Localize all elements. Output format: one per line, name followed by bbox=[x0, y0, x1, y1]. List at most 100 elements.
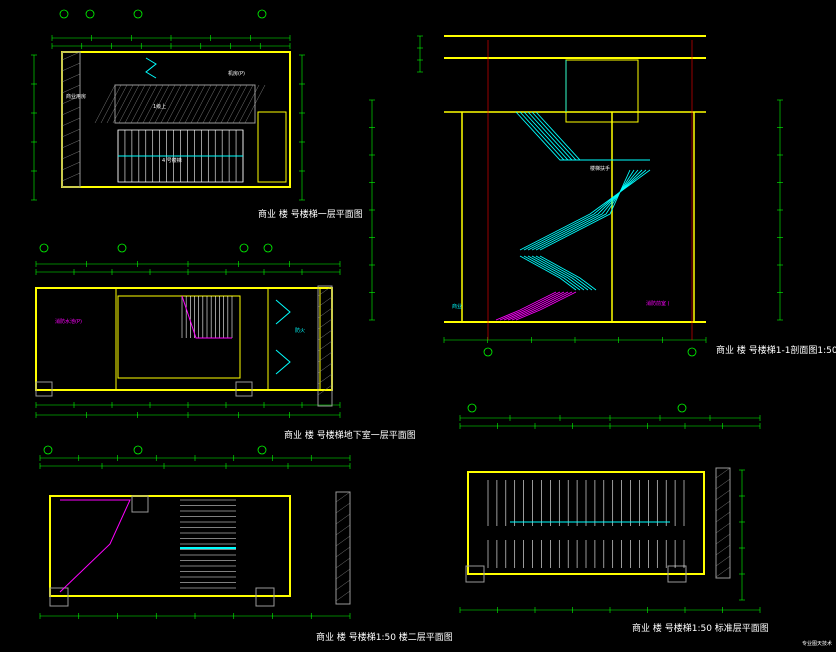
stair-flight-rail bbox=[523, 255, 581, 291]
stair-flight-rail bbox=[499, 291, 561, 321]
hatch-line bbox=[317, 296, 333, 308]
hatch-line bbox=[335, 568, 351, 580]
hatch-line bbox=[715, 566, 731, 578]
hatch-line bbox=[335, 535, 351, 547]
hatch-line bbox=[61, 117, 81, 127]
hatch-line bbox=[317, 307, 333, 319]
title-basement-plan: 商业 楼 号楼梯地下室一层平面图 bbox=[284, 429, 416, 441]
axis-bubble bbox=[257, 9, 267, 19]
hatch-line bbox=[317, 285, 333, 297]
hatch-line bbox=[238, 84, 260, 124]
stair-flight-rail bbox=[519, 255, 577, 291]
axis-bubble bbox=[687, 347, 697, 357]
hatch-line bbox=[715, 500, 731, 512]
stair-flight-rail bbox=[539, 255, 597, 291]
label-section-left-room: 商业 bbox=[452, 303, 462, 310]
wall-layer bbox=[35, 35, 731, 607]
hatch-line bbox=[715, 522, 731, 534]
door-swing bbox=[275, 299, 291, 325]
hatch-line bbox=[317, 340, 333, 352]
label-basement-room: 消防水池(P) bbox=[55, 318, 82, 325]
hatch-line bbox=[196, 84, 218, 124]
hatch-line bbox=[61, 51, 81, 61]
handrail-layer bbox=[59, 57, 670, 593]
axis-bubble bbox=[483, 347, 493, 357]
stair-diagonal bbox=[59, 499, 131, 593]
hatch-line bbox=[184, 84, 206, 124]
axis-bubble bbox=[263, 243, 273, 253]
axis-bubble bbox=[677, 403, 687, 413]
hatch-line bbox=[244, 84, 266, 124]
column-basement bbox=[35, 381, 53, 397]
room-basement-mid bbox=[117, 295, 241, 379]
stair-flight-rail bbox=[527, 169, 643, 251]
hatch-line bbox=[335, 590, 351, 602]
stair-flight-rail bbox=[519, 169, 651, 251]
door-frame-first bbox=[257, 111, 287, 183]
hatch-line bbox=[130, 84, 152, 124]
hatch-line bbox=[208, 84, 230, 124]
stair-flight-rail bbox=[515, 111, 650, 161]
stair-flight-rail bbox=[503, 291, 565, 321]
corner-note: 专业图天技术 bbox=[802, 640, 832, 647]
title-section: 商业 楼 号楼梯1-1剖面图1:50 bbox=[716, 344, 836, 356]
hatch-wall-right bbox=[335, 491, 351, 605]
axis-bubble bbox=[59, 9, 69, 19]
axis-bubble bbox=[39, 243, 49, 253]
hatch-line bbox=[61, 139, 81, 149]
hatch-line bbox=[335, 491, 351, 503]
axis-bubble bbox=[133, 445, 143, 455]
axis-bubble bbox=[133, 9, 143, 19]
axis-bubble bbox=[43, 445, 53, 455]
hatch-line bbox=[178, 84, 200, 124]
hatch-line bbox=[61, 73, 81, 83]
hatch-line bbox=[61, 62, 81, 72]
column-basement bbox=[235, 381, 253, 397]
hatch-line bbox=[317, 318, 333, 330]
column-second bbox=[49, 587, 69, 607]
hatch-line bbox=[61, 84, 81, 94]
column-standard bbox=[465, 565, 485, 583]
annotation-layer bbox=[39, 9, 731, 602]
stair-flight-rail bbox=[495, 291, 557, 321]
axis-bubble bbox=[85, 9, 95, 19]
stair-flight-rail bbox=[531, 111, 634, 161]
label-section-note: 楼梯扶手 bbox=[590, 165, 610, 172]
hatch-line bbox=[335, 513, 351, 525]
hatch-line bbox=[106, 84, 128, 124]
stair-flight-rail bbox=[527, 111, 638, 161]
label-basement-fire: 防火 bbox=[295, 327, 305, 334]
hatch-wall-left bbox=[61, 51, 81, 188]
stair-flight-rail bbox=[535, 111, 630, 161]
hatch-wall-right bbox=[317, 285, 333, 407]
hatch-line bbox=[220, 84, 242, 124]
axis-bubble bbox=[239, 243, 249, 253]
hatch-line bbox=[202, 84, 224, 124]
stair-flight-rail bbox=[531, 255, 589, 291]
hatch-line bbox=[335, 546, 351, 558]
hatch-line bbox=[317, 362, 333, 374]
hatch-line bbox=[172, 84, 194, 124]
door-swing bbox=[275, 349, 291, 375]
label-shop: 商业用房 bbox=[66, 93, 86, 100]
title-standard-floor-plan: 商业 楼 号楼梯1:50 标准层平面图 bbox=[632, 622, 769, 634]
hatch-line bbox=[214, 84, 236, 124]
stair-diagonal bbox=[181, 295, 232, 339]
hatch-line bbox=[154, 84, 176, 124]
hatch-line bbox=[61, 161, 81, 171]
hatch-line bbox=[160, 84, 182, 124]
hatch-line bbox=[715, 533, 731, 545]
hatch-line bbox=[226, 84, 248, 124]
axis-bubble bbox=[257, 445, 267, 455]
room-basement-right bbox=[267, 287, 321, 391]
hatch-line bbox=[715, 544, 731, 556]
hatch-line bbox=[94, 84, 116, 124]
hatch-line bbox=[317, 329, 333, 341]
title-second-floor-plan: 商业 楼 号楼梯1:50 楼二层平面图 bbox=[316, 631, 453, 643]
hatch-wall-right bbox=[715, 467, 731, 579]
stair-flight-rail bbox=[535, 169, 635, 251]
column-standard bbox=[667, 565, 687, 583]
hatch-line bbox=[715, 489, 731, 501]
hatch-line bbox=[61, 128, 81, 138]
hatch-line bbox=[317, 373, 333, 385]
